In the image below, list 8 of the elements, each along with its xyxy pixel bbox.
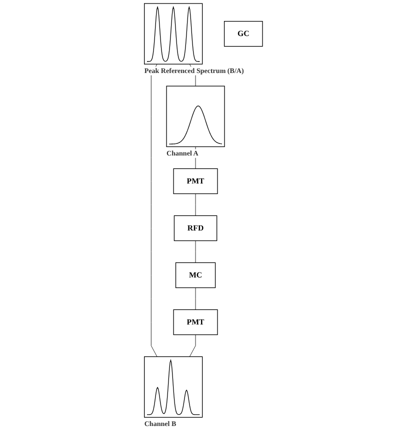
connector-line [195, 240, 196, 263]
connector-line [189, 334, 196, 357]
connector-line [150, 64, 158, 357]
spectrum-box [144, 3, 203, 64]
connector-line [195, 288, 196, 310]
spectrum-box [144, 356, 203, 418]
connector-line [195, 194, 196, 216]
spectrum-box [166, 86, 225, 148]
